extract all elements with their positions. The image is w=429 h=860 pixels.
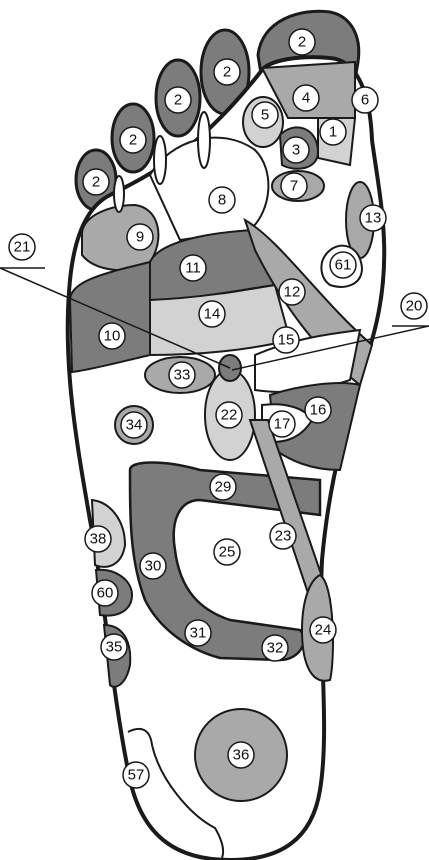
label-17: 17 bbox=[274, 416, 291, 433]
label-6: 6 bbox=[361, 92, 369, 109]
label-2-toe5: 2 bbox=[92, 174, 100, 191]
label-34: 34 bbox=[126, 417, 143, 434]
label-29: 29 bbox=[215, 479, 232, 496]
label-2-toe3: 2 bbox=[174, 92, 182, 109]
label-22: 22 bbox=[221, 407, 238, 424]
label-31: 31 bbox=[190, 625, 207, 642]
label-2-toe2: 2 bbox=[223, 64, 231, 81]
label-57: 57 bbox=[128, 767, 145, 784]
label-11: 11 bbox=[185, 260, 201, 277]
label-7: 7 bbox=[290, 178, 298, 195]
label-13: 13 bbox=[365, 210, 382, 227]
label-23: 23 bbox=[275, 528, 292, 545]
label-32: 32 bbox=[267, 640, 284, 657]
label-33: 33 bbox=[174, 367, 191, 384]
label-2-bigtoe: 2 bbox=[298, 34, 306, 51]
label-38: 38 bbox=[90, 531, 107, 548]
label-60: 60 bbox=[97, 585, 114, 602]
label-3: 3 bbox=[292, 142, 300, 159]
label-10: 10 bbox=[104, 328, 121, 345]
label-30: 30 bbox=[145, 558, 162, 575]
label-20: 20 bbox=[406, 298, 423, 315]
label-9: 9 bbox=[136, 229, 144, 246]
label-5: 5 bbox=[261, 107, 269, 124]
label-24: 24 bbox=[315, 622, 332, 639]
label-35: 35 bbox=[106, 639, 123, 656]
label-2-toe4: 2 bbox=[129, 132, 137, 149]
label-4: 4 bbox=[302, 90, 310, 107]
label-36: 36 bbox=[233, 747, 250, 764]
label-61: 61 bbox=[335, 257, 352, 274]
label-25: 25 bbox=[219, 544, 236, 561]
label-1: 1 bbox=[329, 124, 337, 141]
label-14: 14 bbox=[204, 306, 221, 323]
label-16: 16 bbox=[310, 402, 327, 419]
toe-gap-1 bbox=[198, 112, 210, 168]
toe-gap-2 bbox=[154, 136, 166, 184]
label-21: 21 bbox=[14, 239, 31, 256]
label-12: 12 bbox=[284, 284, 301, 301]
label-15: 15 bbox=[278, 332, 295, 349]
label-8: 8 bbox=[218, 192, 226, 209]
toe-gap-3 bbox=[114, 176, 124, 212]
